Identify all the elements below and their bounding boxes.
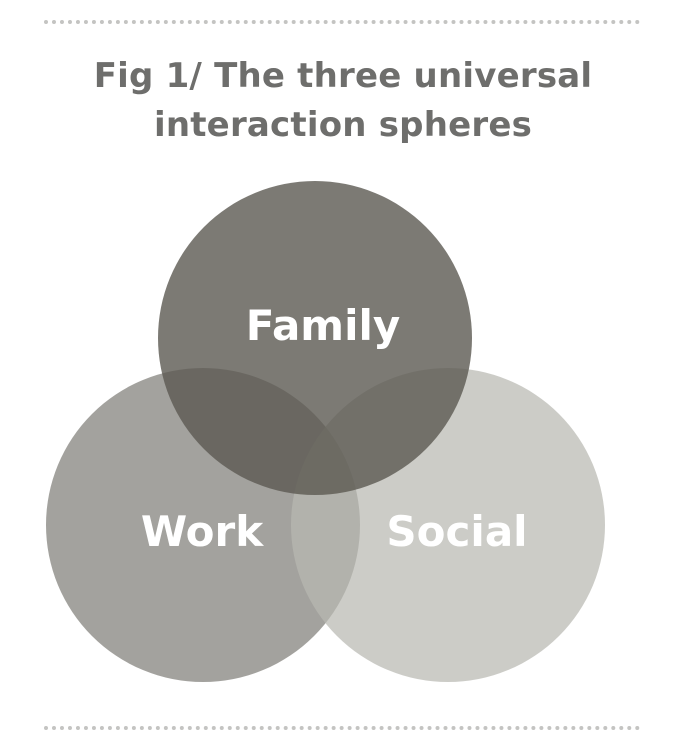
top-dotted-rule xyxy=(44,20,640,24)
work-label: Work xyxy=(141,507,264,556)
figure-title-line-1: Fig 1/ The three universal xyxy=(93,56,593,96)
figure-title: Fig 1/ The three universal interaction s… xyxy=(0,52,686,150)
social-label: Social xyxy=(386,507,527,556)
figure-title-line-2: interaction spheres xyxy=(153,105,533,145)
family-label: Family xyxy=(246,301,401,350)
family-circle xyxy=(158,181,472,495)
bottom-dotted-rule xyxy=(44,726,640,730)
